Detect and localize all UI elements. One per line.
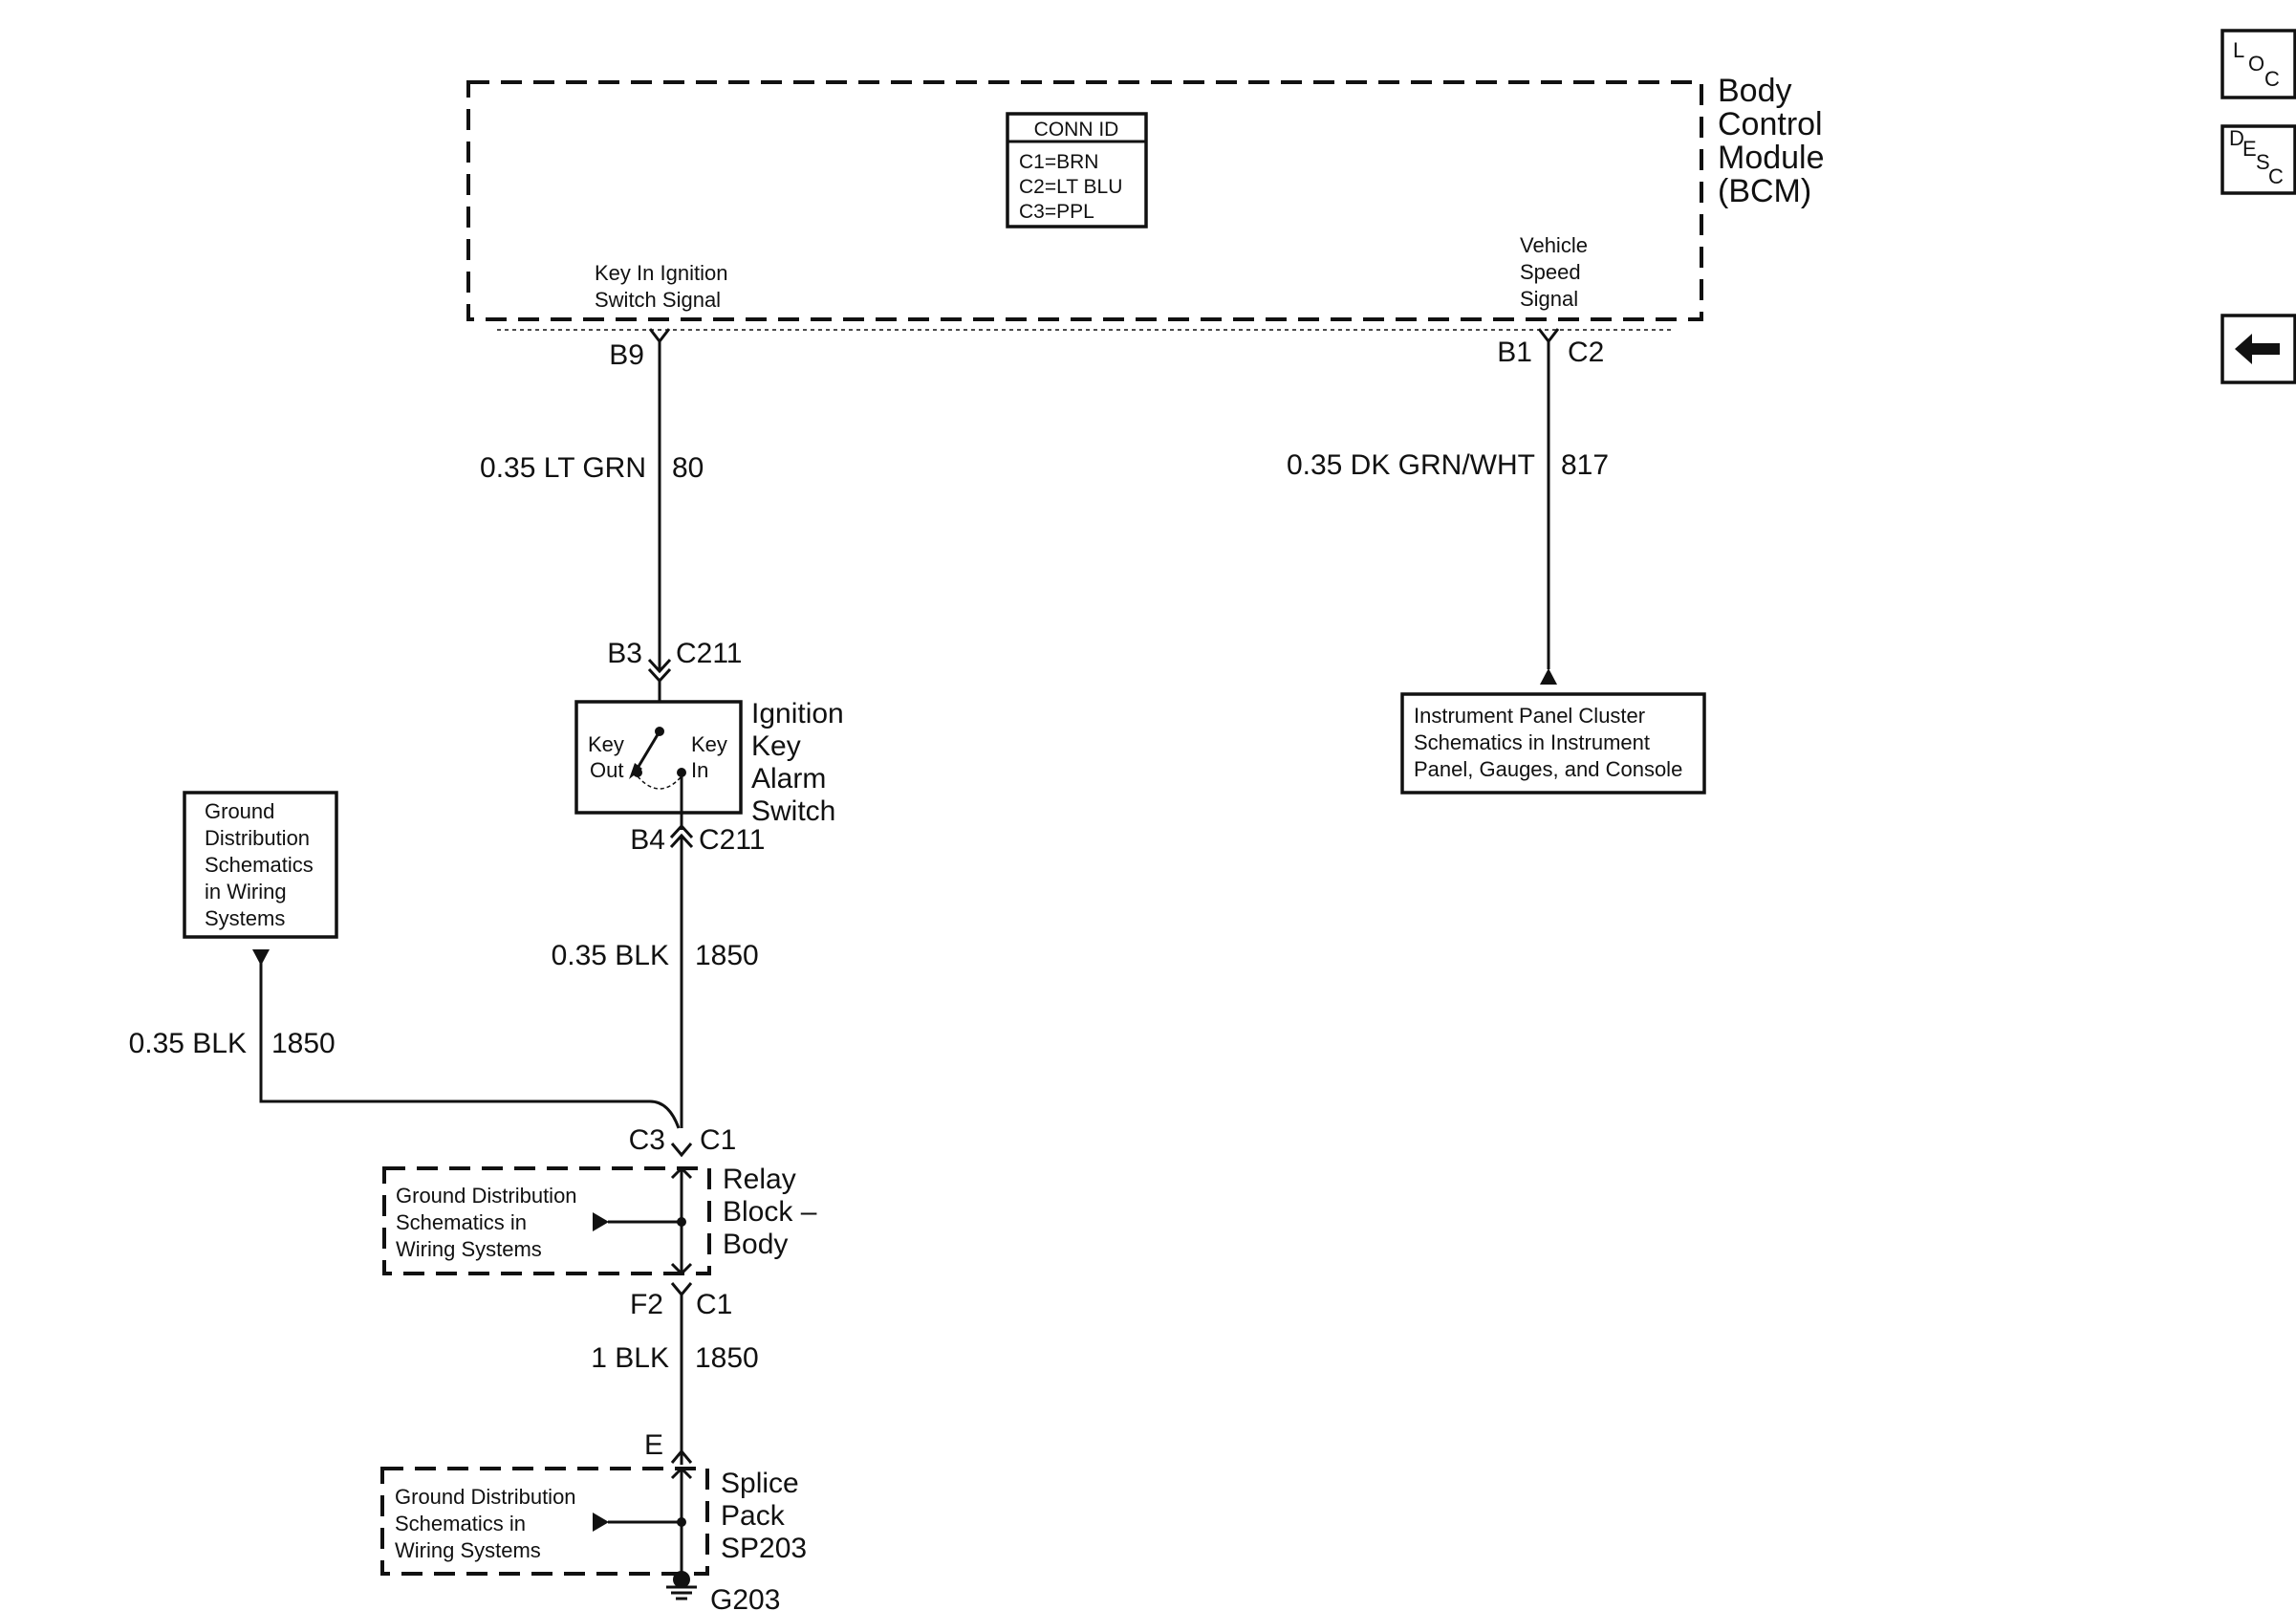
wire-1850c-circuit: 1850 <box>695 1342 759 1374</box>
conn-id-c3: C3=PPL <box>1019 201 1094 223</box>
pin-c3: C3 <box>629 1124 665 1156</box>
pin-f2: F2 <box>630 1289 663 1320</box>
key-in-label-1: Key <box>691 732 727 756</box>
c211-b4-arrow <box>669 823 694 839</box>
ipc-arrow <box>1540 668 1557 685</box>
splice-ref-2: Schematics in <box>395 1512 526 1535</box>
splice-name-2: Pack <box>721 1500 786 1532</box>
conn-id-title: CONN ID <box>1034 119 1119 141</box>
splice-name-1: Splice <box>721 1468 799 1499</box>
wire-817-circuit: 817 <box>1561 449 1609 481</box>
splice-ref-1: Ground Distribution <box>395 1485 576 1509</box>
desc-letter-c: C <box>2268 164 2284 188</box>
relay-block-box <box>382 1166 711 1275</box>
splice-ref-3: Wiring Systems <box>395 1538 541 1562</box>
loc-button[interactable]: L O C <box>2220 29 2296 99</box>
relay-ref-3: Wiring Systems <box>396 1237 542 1261</box>
ground-ref-top-5: Systems <box>205 906 285 930</box>
ground-ref-top-1: Ground <box>205 799 274 823</box>
pin-e: E <box>644 1429 663 1461</box>
wire-1850b-circuit: 1850 <box>271 1028 336 1059</box>
key-in-label-2: In <box>691 758 708 782</box>
ipc-ref-1: Instrument Panel Cluster <box>1414 704 1645 728</box>
ipc-ref-3: Panel, Gauges, and Console <box>1414 757 1682 781</box>
switch-name-4: Switch <box>751 795 835 827</box>
back-button[interactable] <box>2220 314 2296 384</box>
key-out-label-2: Out <box>590 758 623 782</box>
pin-b1: B1 <box>1497 337 1532 368</box>
wire-1850b-gauge: 0.35 BLK <box>129 1028 247 1059</box>
pin-b3: B3 <box>607 638 642 669</box>
conn-c211-bottom: C211 <box>699 824 766 856</box>
pin-b9: B9 <box>609 339 644 371</box>
desc-button[interactable]: D E S C <box>2220 124 2296 195</box>
relay-ref-1: Ground Distribution <box>396 1184 577 1208</box>
relay-ref-2: Schematics in <box>396 1210 527 1234</box>
switch-name-2: Key <box>751 730 801 762</box>
wire-1850a-circuit: 1850 <box>695 940 759 971</box>
bcm-module-box <box>466 80 1703 321</box>
splice-ground-ref-arrow <box>593 1513 609 1532</box>
loc-letter-c: C <box>2264 67 2280 91</box>
relay-name-3: Body <box>723 1229 788 1260</box>
c211-b3-arrow <box>647 658 672 674</box>
relay-name-2: Block – <box>723 1196 817 1228</box>
vss-signal-2: Speed <box>1520 260 1581 284</box>
relay-c1-bottom-symbol <box>670 1282 693 1297</box>
left-arrow-icon <box>2235 334 2280 364</box>
switch-name-3: Alarm <box>751 763 826 795</box>
relay-ground-ref-arrow <box>593 1212 609 1231</box>
splice-name-3: SP203 <box>721 1533 807 1564</box>
key-out-label-1: Key <box>588 732 624 756</box>
ignition-key-alarm-switch: Key Out Key In <box>574 700 743 815</box>
splice-e-arrow <box>670 1448 693 1464</box>
desc-letter-d: D <box>2229 126 2244 150</box>
conn-c211-top: C211 <box>676 638 743 669</box>
ground-g203: G203 <box>710 1584 780 1611</box>
ground-ref-top-2: Distribution <box>205 826 310 850</box>
loc-letter-o: O <box>2248 52 2264 76</box>
bcm-name-2: Control <box>1718 106 1823 142</box>
vss-signal-1: Vehicle <box>1520 233 1588 257</box>
conn-id-table: CONN ID C1=BRN C2=LT BLU C3=PPL <box>1006 112 1148 229</box>
vss-signal-3: Signal <box>1520 287 1578 311</box>
bcm-name-4: (BCM) <box>1718 173 1811 209</box>
wire-1850-ground-ref <box>259 956 681 1129</box>
relay-ground-ref[interactable]: Ground Distribution Schematics in Wiring… <box>396 1184 577 1261</box>
ground-ref-top-3: Schematics <box>205 853 314 877</box>
splice-ground-ref[interactable]: Ground Distribution Schematics in Wiring… <box>395 1485 576 1562</box>
ipc-ref-2: Schematics in Instrument <box>1414 730 1650 754</box>
desc-letter-s: S <box>2256 150 2270 174</box>
desc-letter-e: E <box>2242 137 2257 161</box>
conn-c1-bottom: C1 <box>696 1289 732 1320</box>
bcm-name-3: Module <box>1718 140 1825 176</box>
ground-symbol-icon <box>666 1571 697 1600</box>
conn-id-c2: C2=LT BLU <box>1019 176 1122 198</box>
splice-pack-box <box>380 1467 709 1576</box>
wire-80-gauge: 0.35 LT GRN <box>480 452 646 484</box>
ground-ref-top-4: in Wiring <box>205 880 287 903</box>
relay-c1-top-symbol <box>670 1143 693 1158</box>
ground-ref-top-box[interactable]: Ground Distribution Schematics in Wiring… <box>183 791 338 939</box>
ipc-reference-box[interactable]: Instrument Panel Cluster Schematics in I… <box>1400 692 1706 795</box>
wire-80-circuit: 80 <box>672 452 704 484</box>
conn-c1-top: C1 <box>700 1124 736 1156</box>
wire-817-gauge: 0.35 DK GRN/WHT <box>1287 449 1535 481</box>
relay-name-1: Relay <box>723 1164 796 1195</box>
loc-letter-l: L <box>2233 38 2244 62</box>
pin-b4: B4 <box>630 824 665 856</box>
b9-connector-symbol <box>648 328 671 344</box>
switch-name-1: Ignition <box>751 698 844 729</box>
wire-1850c-gauge: 1 BLK <box>591 1342 669 1374</box>
conn-id-c1: C1=BRN <box>1019 151 1098 173</box>
key-in-signal-1: Key In Ignition <box>595 261 727 285</box>
wire-1850a-gauge: 0.35 BLK <box>552 940 669 971</box>
b1-connector-symbol <box>1537 328 1560 344</box>
conn-c2: C2 <box>1568 337 1604 368</box>
key-in-signal-2: Switch Signal <box>595 288 721 312</box>
bcm-name-1: Body <box>1718 73 1792 109</box>
